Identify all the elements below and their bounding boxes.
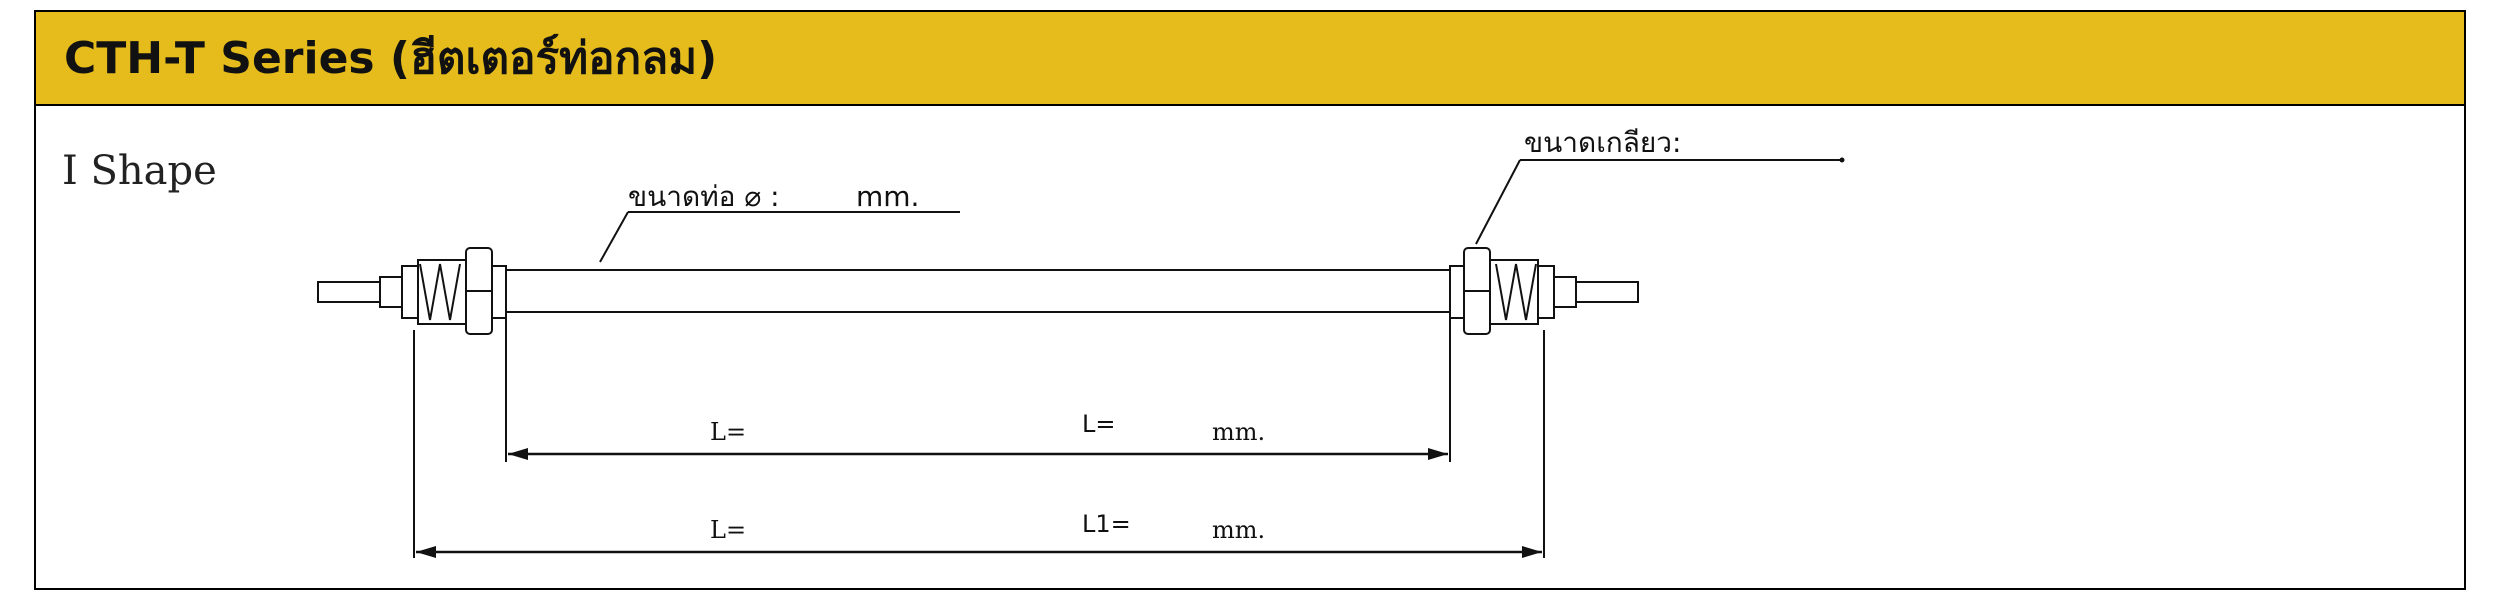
right-fitting-collar	[1537, 265, 1555, 319]
right-terminal-pin	[1575, 281, 1639, 303]
dim-L-value-label: L=	[1082, 410, 1115, 438]
tube-size-leader	[599, 211, 629, 263]
left-terminal-pin	[317, 281, 381, 303]
shape-type-label: I Shape	[62, 148, 217, 194]
left-fitting-collar	[401, 265, 419, 319]
left-washer	[491, 265, 507, 319]
thread-size-label: ขนาดเกลียว:	[1524, 126, 1681, 159]
dim-L1-left-label: L=	[710, 516, 746, 544]
right-washer	[1449, 265, 1465, 319]
right-thread-pattern	[1495, 263, 1537, 321]
section-header: CTH-T Series (ฮีตเตอร์ท่อกลม)	[34, 10, 2466, 106]
heater-tube	[505, 269, 1451, 313]
section-title: CTH-T Series (ฮีตเตอร์ท่อกลม)	[64, 33, 718, 84]
left-terminal-cap	[379, 276, 403, 308]
dim-L1-value-label: L1=	[1082, 510, 1131, 538]
content-frame	[34, 10, 2466, 590]
dim-L-left-label: L=	[710, 418, 746, 446]
right-terminal-cap	[1553, 276, 1577, 308]
thread-size-leader	[1475, 159, 1521, 245]
tube-size-label: ขนาดท่อ ⌀ :	[628, 180, 780, 213]
tube-size-unit: mm.	[856, 180, 919, 213]
dim-L1-unit: mm.	[1212, 516, 1265, 544]
left-thread-pattern	[419, 263, 461, 321]
dim-L-unit: mm.	[1212, 418, 1265, 446]
